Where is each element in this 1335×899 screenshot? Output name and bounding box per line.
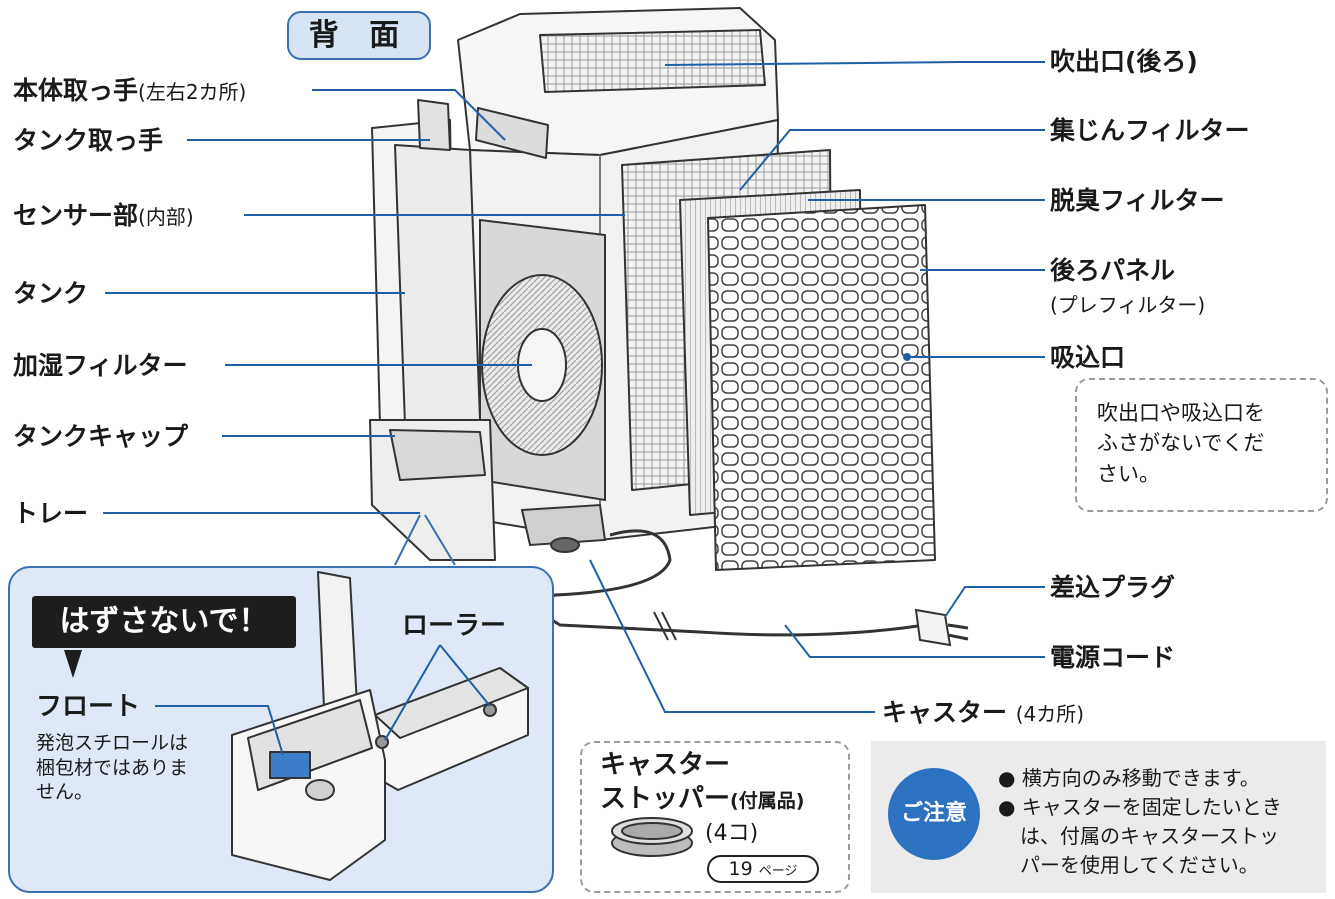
caution-list: ● 横方向のみ移動できます。 ● キャスターを固定したいとき は、付属のキャスタ… — [998, 764, 1282, 880]
caster-note: (4カ所) — [1015, 702, 1085, 726]
body-handle-label: 本体取っ手(左右2カ所) — [13, 78, 246, 103]
deodor-filter-label: 脱臭フィルター — [1050, 186, 1225, 215]
leader-lines — [103, 61, 1045, 756]
caster-foot — [520, 503, 607, 553]
float-note-line: 発泡スチロールは — [36, 732, 189, 754]
dust-filter-label: 集じんフィルター — [1050, 116, 1250, 145]
power-cord — [542, 529, 919, 641]
inlet-notice-line: 吹出口や吸込口を — [1097, 401, 1265, 425]
plug-shape — [914, 608, 969, 647]
caution-item-cont: は、付属のキャスターストッ — [1020, 824, 1279, 848]
inlet-notice-text: 吹出口や吸込口を ふさがないでくだ さい。 — [1097, 398, 1265, 489]
page-title: 背 面 — [287, 11, 431, 60]
inlet-notice-line: ふさがないでくだ — [1097, 431, 1265, 456]
caution-item: ● 横方向のみ移動できます。 — [998, 766, 1260, 790]
float-note-line: 梱包材ではありま — [36, 756, 189, 779]
caution-item-text: キャスターを固定したいとき — [1021, 795, 1282, 819]
caster-stopper-title-1: キャスター — [600, 750, 731, 780]
sensor-note: (内部) — [138, 205, 194, 229]
tray-label: トレー — [13, 499, 89, 528]
inlet-notice-box — [1075, 378, 1328, 512]
inlet-notice-line: さい。 — [1097, 461, 1160, 486]
float-note: 発泡スチロールは 梱包材ではありま せん。 — [36, 731, 188, 805]
do-not-remove-banner: はずさないで！ — [32, 596, 296, 648]
humidify-filter-label: 加湿フィルター — [13, 351, 188, 380]
tray — [369, 419, 496, 561]
caster-stopper-title-2: ストッパー(付属品) — [600, 786, 804, 812]
tank-label: タンク — [13, 279, 89, 308]
caster-label: キャスター (4カ所) — [882, 700, 1084, 725]
page-ref-number: 19 — [728, 858, 753, 880]
sensor-label: センサー部(内部) — [13, 203, 194, 228]
tank-cap-label: タンクキャップ — [13, 422, 189, 451]
filter-stack — [621, 149, 936, 571]
outlet-label: 吹出口(後ろ) — [1050, 47, 1198, 76]
caster-stopper-accessory: (付属品) — [730, 790, 805, 812]
back-panel-note: (プレフィルター) — [1050, 293, 1206, 317]
cord-label: 電源コード — [1050, 643, 1176, 672]
caster-stopper-icon — [611, 817, 693, 857]
tank-handle-label: タンク取っ手 — [13, 126, 164, 155]
sensor-text: センサー部 — [13, 201, 139, 230]
inlet-label: 吸込口 — [1050, 343, 1126, 372]
caution-item: ● キャスターを固定したいとき — [998, 795, 1282, 819]
body-handle-text: 本体取っ手 — [13, 76, 139, 105]
float-label: フロート — [36, 692, 141, 722]
caution-item-cont: パーを使用してください。 — [1020, 853, 1259, 877]
caution-badge: ご注意 — [888, 768, 980, 860]
plug-label: 差込プラグ — [1050, 573, 1176, 602]
caster-stopper-title-text: ストッパー — [600, 784, 731, 814]
page-reference-link[interactable]: 19 ページ — [707, 855, 819, 883]
float-note-line: せん。 — [36, 781, 94, 804]
caster-stopper-count: (4コ) — [705, 821, 759, 846]
back-panel-label: 後ろパネル — [1050, 256, 1176, 285]
page-ref-suffix: ページ — [758, 864, 798, 879]
roller-label: ローラー — [402, 611, 507, 641]
caster-text: キャスター — [882, 698, 1008, 727]
body-handle-note: (左右2カ所) — [138, 80, 247, 104]
caution-item-text: 横方向のみ移動できます。 — [1021, 766, 1260, 790]
